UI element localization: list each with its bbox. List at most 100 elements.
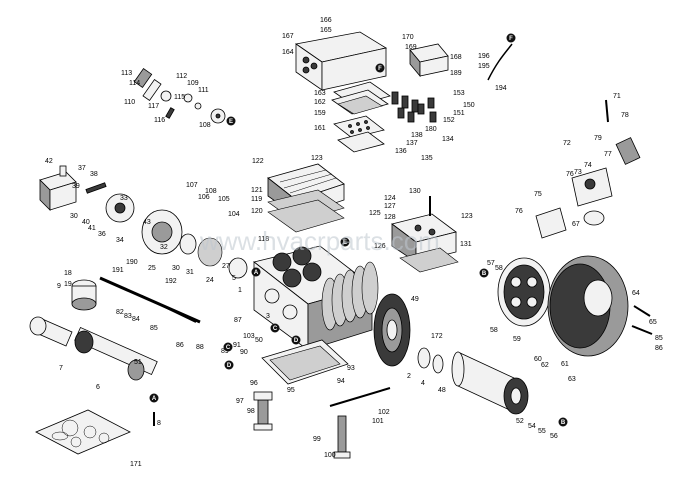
callout-label: 9 bbox=[57, 283, 61, 290]
callout-label: 1 bbox=[238, 287, 242, 294]
callout-label: 82 bbox=[116, 309, 124, 316]
callout-label: 170 bbox=[402, 34, 414, 41]
callout-label: 63 bbox=[568, 376, 576, 383]
marker-letter: C bbox=[273, 326, 278, 332]
callout-label: 88 bbox=[196, 344, 204, 351]
callout-label: 71 bbox=[613, 93, 621, 100]
callout-label: 76 bbox=[515, 208, 523, 215]
callout-label: 52 bbox=[516, 418, 524, 425]
callout-label: 60 bbox=[534, 356, 542, 363]
callout-label: 151 bbox=[453, 110, 465, 117]
marker-letter: C bbox=[226, 345, 231, 351]
callout-label: 120 bbox=[251, 208, 263, 215]
callout-label: 115 bbox=[174, 94, 185, 101]
callout-label: 192 bbox=[165, 278, 177, 285]
callout-label: 30 bbox=[70, 213, 78, 220]
reference-marker: A bbox=[149, 393, 159, 403]
callout-label: 138 bbox=[411, 132, 423, 139]
callout-label: 78 bbox=[621, 112, 629, 119]
callout-label: 130 bbox=[409, 188, 421, 195]
callout-label: 111 bbox=[198, 87, 209, 94]
motor-housing-fins bbox=[321, 261, 379, 331]
callout-label: 121 bbox=[251, 187, 263, 194]
connecting-rod bbox=[29, 316, 73, 347]
reference-marker: B bbox=[558, 417, 568, 427]
reference-marker: E bbox=[226, 116, 236, 126]
callout-label: 190 bbox=[126, 259, 138, 266]
callout-label: 74 bbox=[584, 162, 592, 169]
callout-label: 171 bbox=[130, 461, 142, 468]
oil-pump-assembly bbox=[253, 391, 273, 431]
marker-letter: D bbox=[227, 363, 232, 369]
callout-label: 51 bbox=[134, 359, 142, 366]
callout-label: 104 bbox=[228, 211, 240, 218]
marker-letter: E bbox=[343, 240, 347, 246]
callout-label: 33 bbox=[120, 195, 128, 202]
callout-label: 93 bbox=[347, 365, 355, 372]
callout-label: 72 bbox=[563, 140, 571, 147]
callout-label: 25 bbox=[148, 265, 156, 272]
reference-marker: C bbox=[223, 342, 233, 352]
callout-label: 189 bbox=[450, 70, 462, 77]
callout-label: 172 bbox=[431, 333, 443, 340]
callout-label: 126 bbox=[374, 243, 386, 250]
marker-circle bbox=[223, 342, 233, 352]
marker-letter: D bbox=[294, 338, 299, 344]
marker-circle bbox=[506, 33, 516, 43]
callout-label: 100 bbox=[324, 452, 336, 459]
terminal-studs bbox=[391, 91, 437, 123]
marker-circle bbox=[251, 267, 261, 277]
oil-pressure-switch bbox=[39, 165, 107, 211]
callout-label: 56 bbox=[550, 433, 558, 440]
reference-marker: D bbox=[291, 335, 301, 345]
callout-label: 48 bbox=[438, 387, 446, 394]
callout-label: 194 bbox=[495, 85, 507, 92]
reference-marker: C bbox=[270, 323, 280, 333]
motor-rotor bbox=[451, 351, 529, 415]
oil-pan bbox=[261, 339, 349, 385]
callout-label: 117 bbox=[148, 103, 159, 110]
callout-label: 162 bbox=[314, 99, 326, 106]
callout-label: 165 bbox=[320, 27, 332, 34]
callout-label: 67 bbox=[572, 221, 580, 228]
callout-label: 137 bbox=[406, 140, 418, 147]
terminal-box-cover bbox=[294, 31, 388, 91]
callout-label: 161 bbox=[314, 125, 326, 132]
callout-label: 118 bbox=[258, 236, 269, 243]
callout-label: 125 bbox=[369, 210, 381, 217]
callout-label: 153 bbox=[453, 90, 465, 97]
callout-label: 164 bbox=[282, 49, 294, 56]
callout-label: 58 bbox=[490, 327, 498, 334]
callout-label: 94 bbox=[337, 378, 345, 385]
oil-strainer bbox=[329, 387, 391, 459]
rings bbox=[417, 347, 444, 374]
callout-label: 59 bbox=[513, 336, 521, 343]
callout-label: 65 bbox=[649, 319, 657, 326]
callout-label: 136 bbox=[395, 148, 407, 155]
callout-label: 79 bbox=[594, 135, 602, 142]
callout-label: 108 bbox=[205, 188, 217, 195]
callout-label: 109 bbox=[187, 80, 199, 87]
marker-circle bbox=[291, 335, 301, 345]
reference-marker: A bbox=[251, 267, 261, 277]
end-plate-disc bbox=[497, 257, 551, 327]
callout-label: 105 bbox=[218, 196, 230, 203]
marker-letter: B bbox=[482, 271, 487, 277]
marker-circle bbox=[558, 417, 568, 427]
callout-label: 134 bbox=[442, 136, 454, 143]
callout-label: 62 bbox=[541, 362, 549, 369]
callout-label: 166 bbox=[320, 17, 332, 24]
callout-label: 89 bbox=[221, 348, 229, 355]
crankshaft bbox=[74, 326, 158, 381]
callout-label: 152 bbox=[443, 117, 455, 124]
callout-label: 96 bbox=[250, 380, 258, 387]
callout-label: 127 bbox=[384, 203, 396, 210]
callout-label: 75 bbox=[534, 191, 542, 198]
callout-label: 54 bbox=[528, 423, 536, 430]
callout-label: 2 bbox=[407, 373, 411, 380]
marker-circle bbox=[270, 323, 280, 333]
callout-label: 163 bbox=[314, 90, 326, 97]
